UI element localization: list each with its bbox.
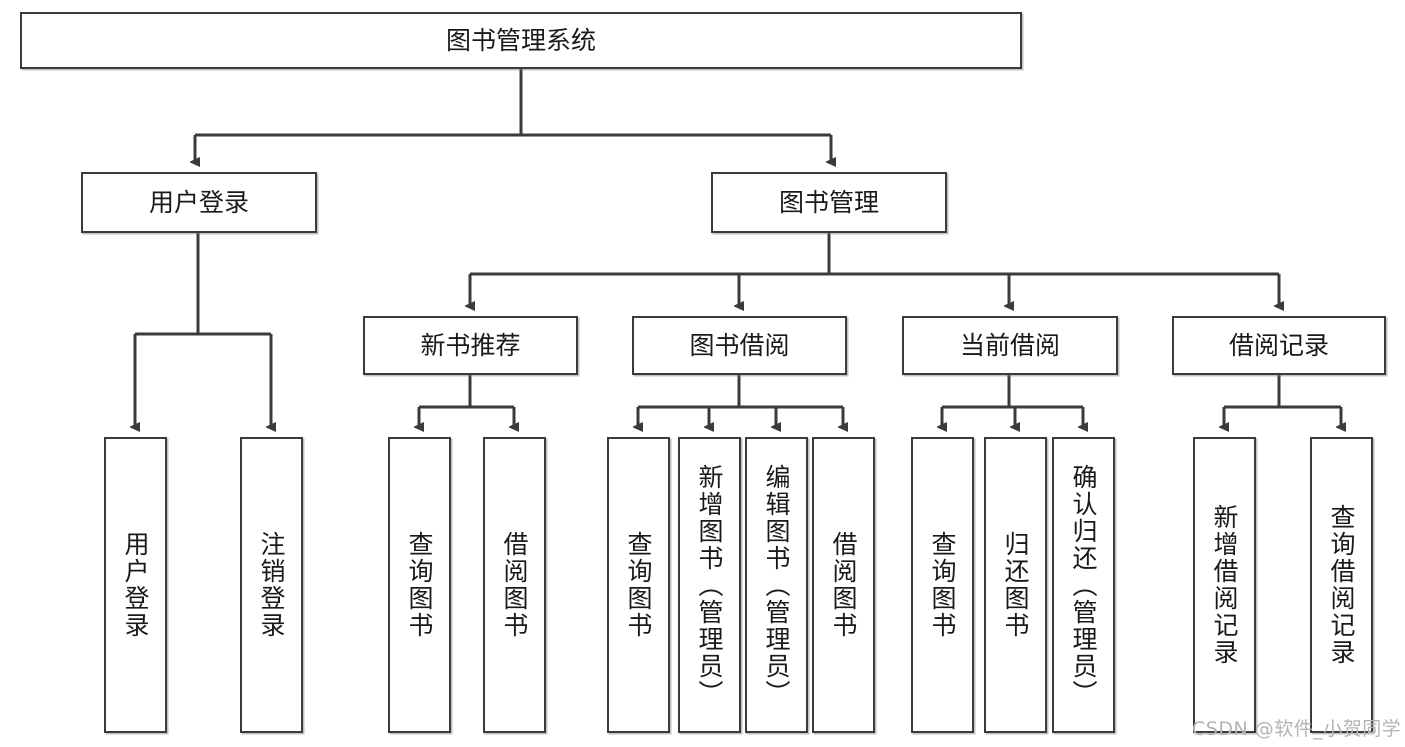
node-leaf-confirm-return-label: 确认归还（管理员） bbox=[1069, 463, 1098, 707]
node-leaf-edit-book-label: 编辑图书（管理员） bbox=[762, 463, 791, 707]
node-leaf-return-book-label: 归还图书 bbox=[1001, 531, 1030, 639]
node-leaf-query-book-2[interactable]: 查询图书 bbox=[607, 437, 670, 733]
node-leaf-borrow-book-1-label: 借阅图书 bbox=[500, 531, 529, 639]
node-leaf-query-book-3-label: 查询图书 bbox=[928, 531, 957, 639]
node-leaf-query-book-2-label: 查询图书 bbox=[624, 531, 653, 639]
node-new-book-rec[interactable]: 新书推荐 bbox=[363, 316, 578, 375]
node-leaf-query-book-1[interactable]: 查询图书 bbox=[388, 437, 451, 733]
node-current-borrow-label: 当前借阅 bbox=[959, 330, 1060, 360]
node-leaf-query-book-3[interactable]: 查询图书 bbox=[911, 437, 974, 733]
node-leaf-borrow-book-2-label: 借阅图书 bbox=[829, 531, 858, 639]
node-leaf-add-record[interactable]: 新增借阅记录 bbox=[1193, 437, 1256, 733]
node-leaf-edit-book[interactable]: 编辑图书（管理员） bbox=[745, 437, 808, 733]
node-leaf-query-record[interactable]: 查询借阅记录 bbox=[1310, 437, 1373, 733]
node-leaf-logout-label: 注销登录 bbox=[257, 531, 286, 639]
node-book-manage-label: 图书管理 bbox=[778, 187, 879, 217]
node-leaf-logout[interactable]: 注销登录 bbox=[240, 437, 303, 733]
node-book-borrow[interactable]: 图书借阅 bbox=[632, 316, 847, 375]
node-book-borrow-label: 图书借阅 bbox=[689, 330, 790, 360]
node-new-book-rec-label: 新书推荐 bbox=[420, 330, 521, 360]
node-leaf-borrow-book-1[interactable]: 借阅图书 bbox=[483, 437, 546, 733]
node-leaf-add-record-label: 新增借阅记录 bbox=[1210, 504, 1239, 666]
node-borrow-record-label: 借阅记录 bbox=[1228, 330, 1329, 360]
csdn-watermark: CSDN @软件_小贺同学 bbox=[1192, 718, 1402, 740]
node-leaf-user-login-label: 用户登录 bbox=[121, 531, 150, 639]
node-leaf-add-book[interactable]: 新增图书（管理员） bbox=[678, 437, 741, 733]
node-user-login[interactable]: 用户登录 bbox=[81, 172, 317, 233]
node-user-login-label: 用户登录 bbox=[148, 187, 249, 217]
node-leaf-query-book-1-label: 查询图书 bbox=[405, 531, 434, 639]
node-leaf-confirm-return[interactable]: 确认归还（管理员） bbox=[1052, 437, 1115, 733]
node-root-label: 图书管理系统 bbox=[445, 25, 596, 55]
node-leaf-user-login[interactable]: 用户登录 bbox=[104, 437, 167, 733]
node-leaf-add-book-label: 新增图书（管理员） bbox=[695, 463, 724, 707]
node-leaf-query-record-label: 查询借阅记录 bbox=[1327, 504, 1356, 666]
node-borrow-record[interactable]: 借阅记录 bbox=[1172, 316, 1386, 375]
node-leaf-return-book[interactable]: 归还图书 bbox=[984, 437, 1047, 733]
node-root[interactable]: 图书管理系统 bbox=[20, 12, 1022, 69]
node-leaf-borrow-book-2[interactable]: 借阅图书 bbox=[812, 437, 875, 733]
node-current-borrow[interactable]: 当前借阅 bbox=[902, 316, 1118, 375]
node-book-manage[interactable]: 图书管理 bbox=[711, 172, 947, 233]
